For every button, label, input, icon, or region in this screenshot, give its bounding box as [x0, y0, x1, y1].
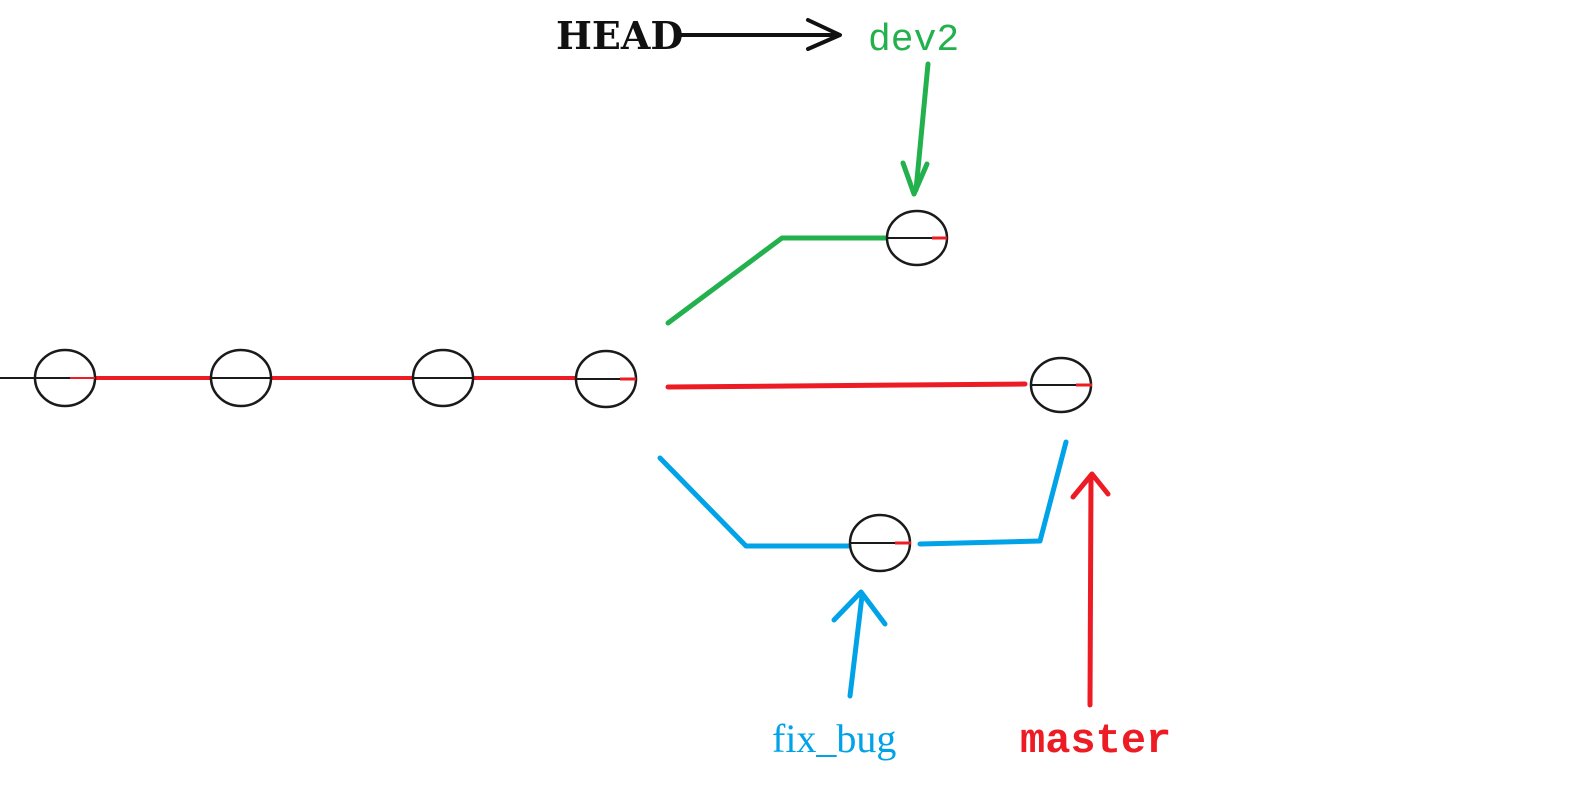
dev2-commit-node	[885, 209, 949, 267]
master-continuation-line	[665, 381, 1028, 390]
fix-bug-arrow	[831, 589, 888, 699]
commit-node	[209, 348, 273, 408]
master-arrow	[1070, 471, 1111, 708]
commit-node	[411, 348, 475, 408]
head-arrow	[676, 18, 842, 51]
fix-bug-merge-line	[917, 439, 1069, 547]
dev2-branch-line	[665, 235, 893, 326]
dev2-arrow	[900, 61, 931, 197]
fix-bug-commit-node	[848, 513, 912, 573]
head-label: HEAD	[556, 13, 683, 58]
commit-node	[574, 349, 638, 409]
dev2-label: dev2	[868, 19, 959, 62]
master-label: master	[1020, 717, 1171, 765]
master-commit-node	[1029, 356, 1093, 414]
fix-bug-branch-line	[657, 455, 855, 549]
fix-bug-label: fix_bug	[772, 716, 896, 761]
commit-node	[33, 348, 97, 408]
